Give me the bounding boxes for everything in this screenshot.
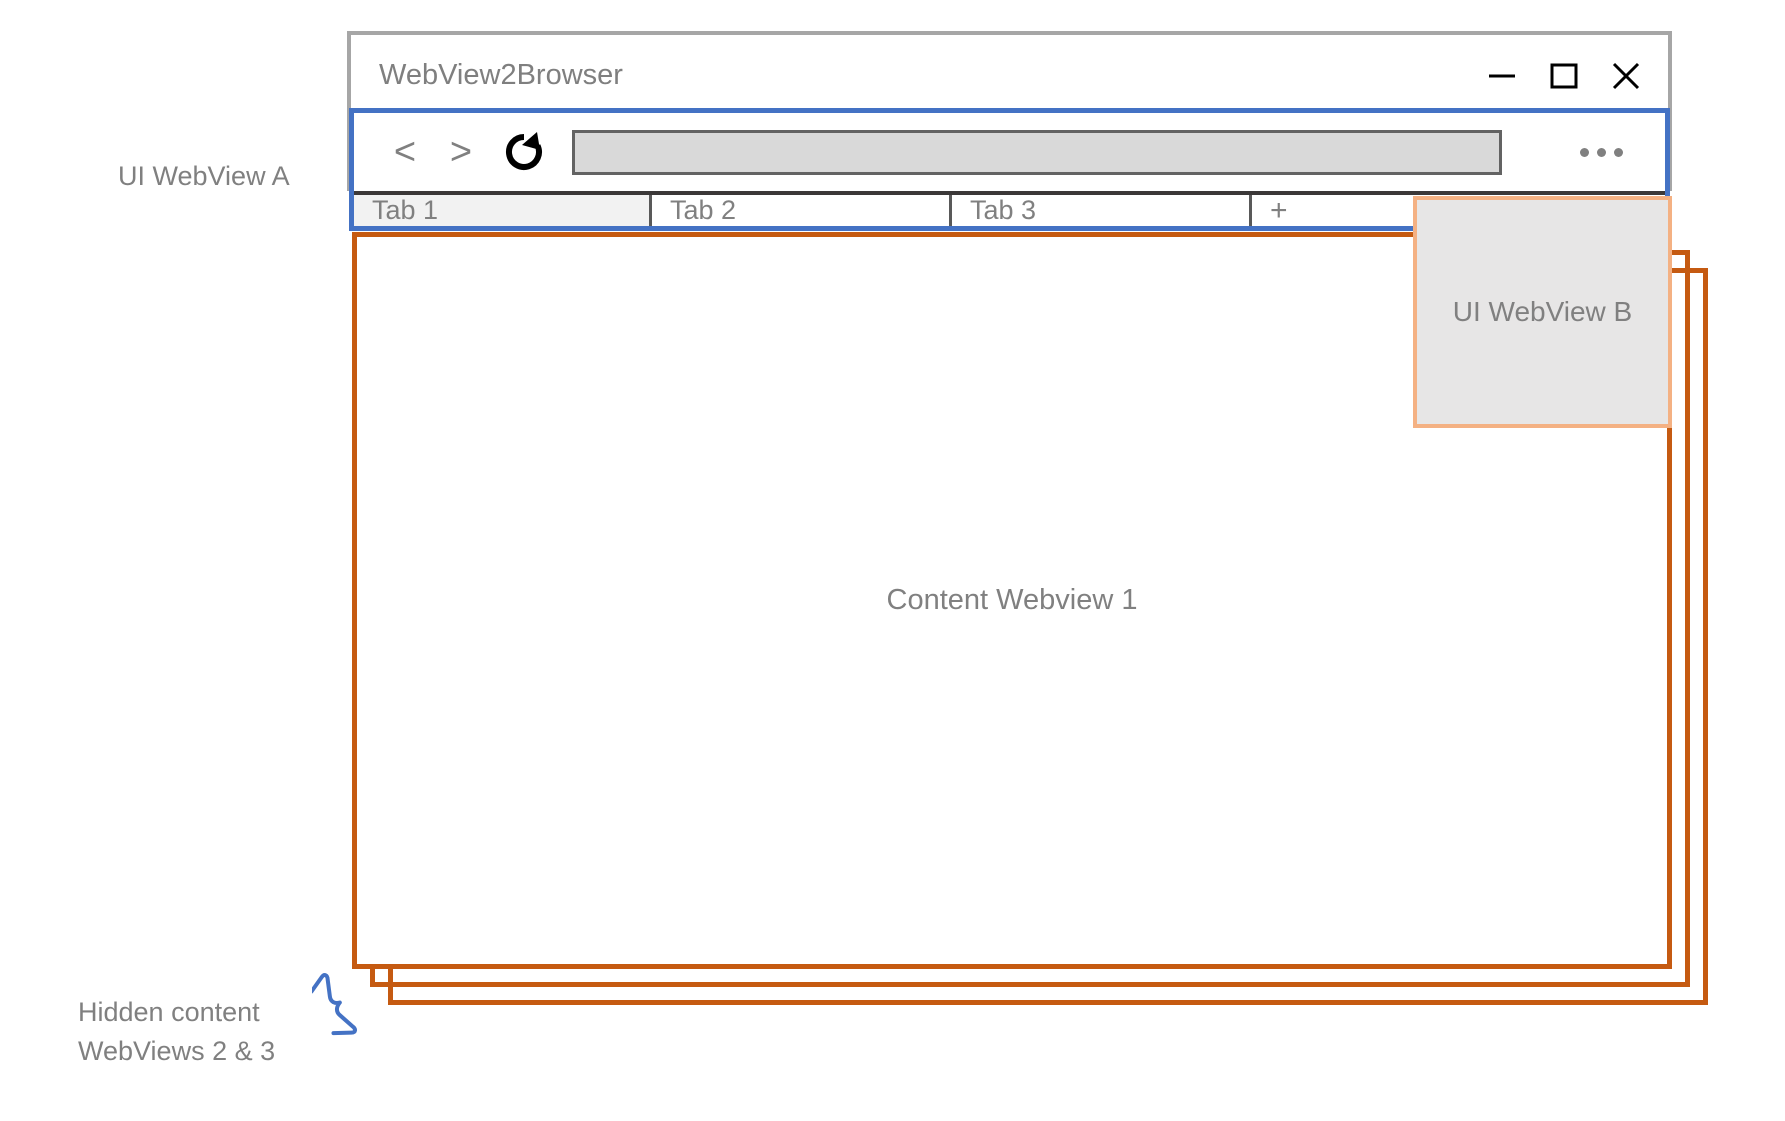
content-webview-1-label: Content Webview 1 (886, 584, 1138, 616)
annotation-ui-webview-a-label: UI WebView A (118, 161, 290, 191)
maximize-icon[interactable] (1546, 57, 1582, 93)
ellipsis-dot (1580, 147, 1589, 157)
browser-toolbar: < > (354, 113, 1665, 191)
tab-2[interactable]: Tab 2 (652, 195, 952, 226)
tab-1[interactable]: Tab 1 (354, 195, 652, 226)
ellipsis-icon[interactable] (1580, 147, 1623, 157)
ellipsis-dot (1597, 147, 1606, 157)
forward-icon[interactable]: > (449, 131, 473, 173)
back-icon[interactable]: < (393, 131, 417, 173)
annotation-hidden-content-label: Hidden content WebViews 2 & 3 (78, 997, 276, 1067)
window-title: WebView2Browser (379, 58, 623, 91)
ui-webview-b-label: UI WebView B (1452, 296, 1633, 327)
title-bar: WebView2Browser (351, 35, 1668, 115)
ui-webview-b: UI WebView B (1413, 196, 1672, 428)
close-icon[interactable] (1608, 57, 1644, 93)
ellipsis-dot (1614, 147, 1623, 157)
hidden-content-brace-icon (312, 973, 358, 1036)
reload-icon[interactable] (498, 129, 550, 175)
address-input[interactable] (572, 129, 1502, 175)
window-controls (1484, 57, 1644, 93)
minimize-icon[interactable] (1484, 57, 1520, 93)
tab-3[interactable]: Tab 3 (952, 195, 1252, 226)
